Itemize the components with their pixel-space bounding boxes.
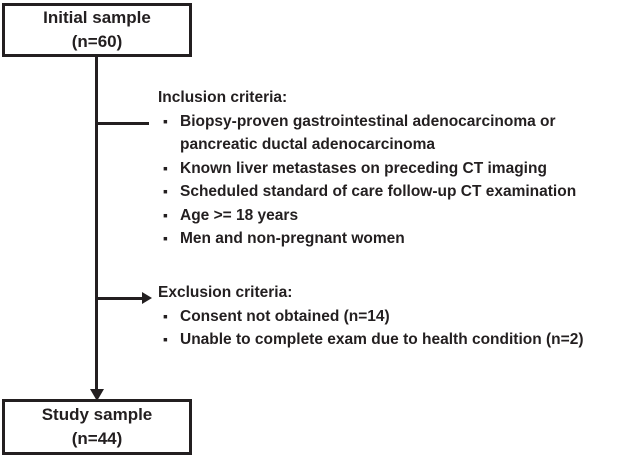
inclusion-criteria-section: Inclusion criteria: ▪ Biopsy-proven gastr… bbox=[158, 86, 634, 251]
criteria-item: ▪ Age >= 18 years bbox=[158, 204, 634, 228]
criteria-item: ▪ Biopsy-proven gastrointestinal adenocar… bbox=[158, 110, 634, 157]
bullet-square-icon: ▪ bbox=[163, 159, 168, 176]
main-flow-connector-line bbox=[95, 55, 98, 389]
down-arrowhead-icon bbox=[90, 389, 104, 401]
criteria-item-text: Biopsy-proven gastrointestinal adenocarc… bbox=[180, 112, 556, 154]
exclusion-branch-line bbox=[97, 297, 142, 300]
bullet-square-icon: ▪ bbox=[163, 206, 168, 223]
exclusion-criteria-section: Exclusion criteria: ▪ Consent not obtaine… bbox=[158, 281, 634, 352]
bullet-square-icon: ▪ bbox=[163, 112, 168, 129]
criteria-item: ▪ Consent not obtained (n=14) bbox=[158, 305, 634, 329]
right-arrowhead-icon bbox=[142, 292, 152, 304]
criteria-item: ▪ Known liver metastases on preceding CT … bbox=[158, 157, 634, 181]
criteria-item-text: Unable to complete exam due to health co… bbox=[180, 331, 584, 348]
criteria-item-text: Age >= 18 years bbox=[180, 206, 299, 224]
initial-sample-box: Initial sample (n=60) bbox=[2, 3, 192, 57]
bullet-square-icon: ▪ bbox=[163, 183, 168, 199]
study-sample-title: Study sample bbox=[41, 405, 153, 424]
criteria-item: ▪ Scheduled standard of care follow-up CT… bbox=[158, 180, 634, 204]
criteria-item-text: Men and non-pregnant women bbox=[180, 230, 405, 247]
criteria-item: ▪ Unable to complete exam due to health c… bbox=[158, 328, 634, 352]
bullet-square-icon: ▪ bbox=[163, 230, 168, 246]
initial-sample-title: Initial sample bbox=[43, 8, 151, 27]
criteria-item: ▪ Men and non-pregnant women bbox=[158, 227, 634, 251]
criteria-item-text: Known liver metastases on preceding CT i… bbox=[180, 159, 547, 177]
exclusion-criteria-list: ▪ Consent not obtained (n=14) ▪ Unable to c… bbox=[158, 305, 634, 352]
study-sample-count: (n=44) bbox=[71, 429, 123, 448]
study-sample-box: Study sample (n=44) bbox=[2, 399, 192, 455]
exclusion-criteria-heading: Exclusion criteria: bbox=[158, 284, 293, 301]
criteria-item-text: Consent not obtained (n=14) bbox=[180, 307, 390, 325]
bullet-square-icon: ▪ bbox=[163, 331, 168, 347]
inclusion-branch-line bbox=[97, 122, 149, 125]
bullet-square-icon: ▪ bbox=[163, 307, 168, 324]
criteria-item-text: Scheduled standard of care follow-up CT … bbox=[180, 183, 577, 200]
inclusion-criteria-list: ▪ Biopsy-proven gastrointestinal adenocar… bbox=[158, 110, 634, 251]
inclusion-criteria-heading: Inclusion criteria: bbox=[158, 89, 288, 106]
initial-sample-count: (n=60) bbox=[71, 32, 123, 51]
